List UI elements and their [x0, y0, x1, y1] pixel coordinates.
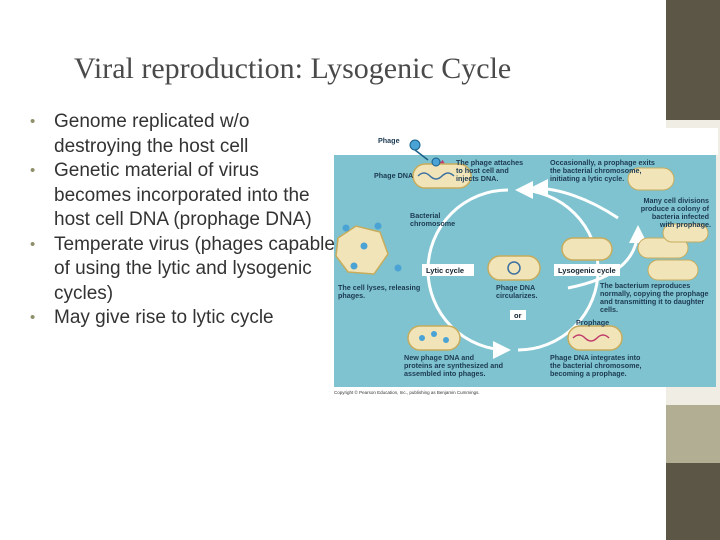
- bullet-item: Genetic material of virus becomes incorp…: [30, 159, 335, 233]
- reproduces-caption: The bacterium reproduces normally, copyi…: [600, 281, 711, 314]
- bullet-item: May give rise to lytic cycle: [30, 306, 335, 331]
- lysogenic-cycle-diagram: Phage Phage DNA Bacterial chromosome The…: [318, 128, 718, 400]
- bullet-item: Temperate virus (phages capable of using…: [30, 233, 335, 307]
- integrates-caption: Phage DNA integrates into the bacterial …: [550, 353, 643, 378]
- bullet-item: Genome replicated w/o destroying the hos…: [30, 110, 335, 159]
- lysed-cell-icon: [335, 222, 402, 275]
- prophage-cell-icon: [567, 325, 623, 351]
- lytic-cycle-box: [422, 264, 474, 276]
- reproduce-arrow: [567, 225, 647, 290]
- phage-label: Phage: [378, 136, 400, 145]
- bacteria-colony-icon: [627, 167, 709, 281]
- circularizes-caption: Phage DNA circularizes.: [496, 283, 538, 300]
- phage-dna-label: Phage DNA: [374, 171, 413, 180]
- sidebar-block-tan: [666, 405, 720, 463]
- lysogenic-cycle-label: Lysogenic cycle: [558, 266, 616, 275]
- infected-cell-icon: [412, 157, 472, 189]
- lysogenic-cycle-box: [554, 264, 620, 276]
- lyses-caption: The cell lyses, releasing phages.: [338, 283, 422, 300]
- circularizing-cell-icon: [487, 255, 541, 281]
- exit-caption: Occasionally, a prophage exits the bacte…: [550, 158, 657, 183]
- sidebar-block-bottom: [666, 463, 720, 540]
- or-box: [510, 310, 526, 320]
- sidebar-block-top: [666, 0, 720, 120]
- diagram-header-strip: [334, 128, 718, 155]
- or-label: or: [514, 311, 522, 320]
- synthesis-cell-icon: [407, 325, 461, 351]
- slide-title: Viral reproduction: Lysogenic Cycle: [74, 52, 512, 85]
- copyright-text: Copyright © Pearson Education, Inc., pub…: [334, 389, 480, 395]
- lytic-cycle-label: Lytic cycle: [426, 266, 464, 275]
- prophage-label: Prophage: [576, 318, 609, 327]
- lysogenic-cell-icon: [561, 237, 613, 261]
- divisions-caption: Many cell divisions produce a colony of …: [641, 196, 711, 229]
- bacterial-chromosome-label: Bacterial chromosome: [410, 211, 455, 228]
- attach-caption: The phage attaches to host cell and inje…: [456, 158, 525, 183]
- bullet-list: Genome replicated w/o destroying the hos…: [30, 110, 335, 331]
- exit-arrow: [530, 179, 619, 220]
- synthesized-caption: New phage DNA and proteins are synthesiz…: [404, 353, 505, 378]
